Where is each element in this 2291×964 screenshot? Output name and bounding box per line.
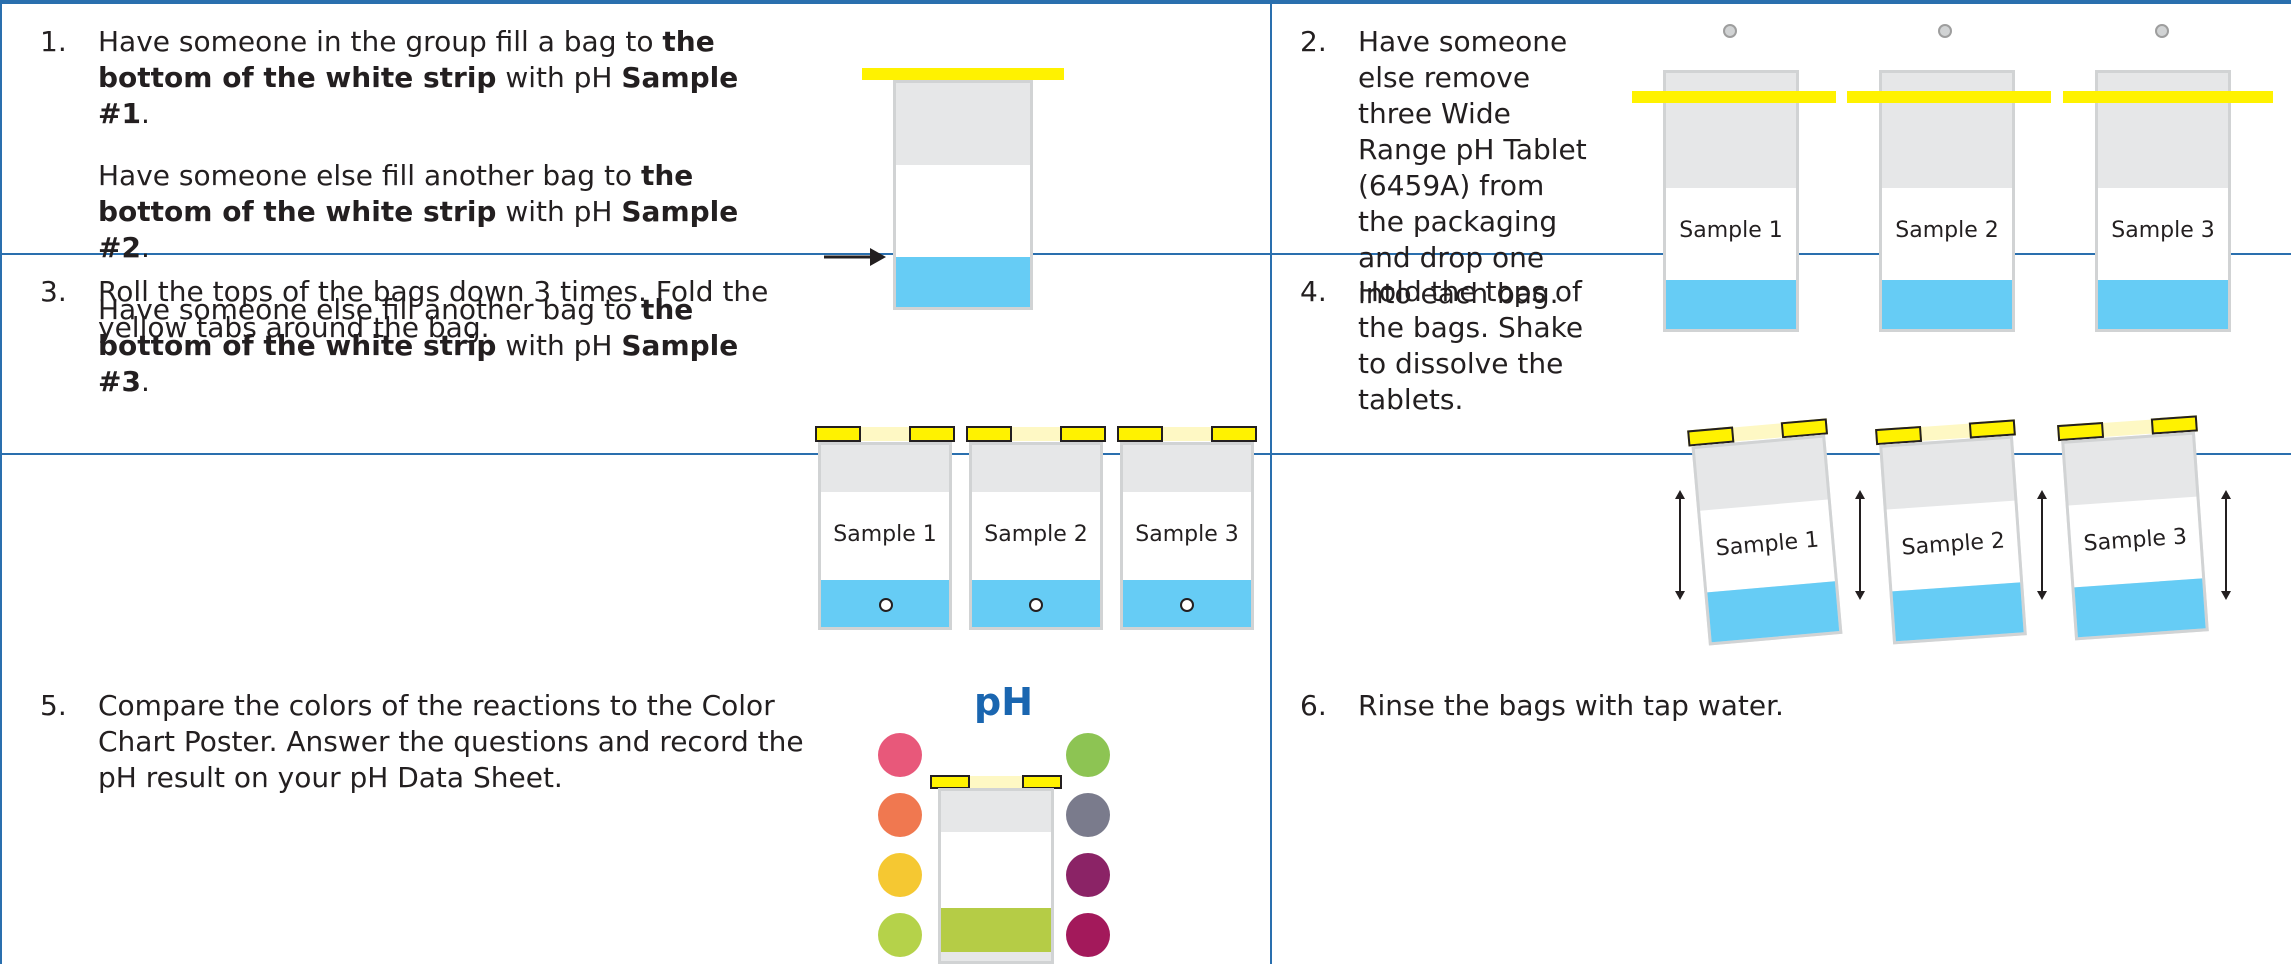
step-1-paragraph-3: Have someone else fill another bag to th… <box>98 293 739 398</box>
bag-zip-strip <box>1847 91 2051 103</box>
step-text: Hold the tops of the bags. Shake to diss… <box>1358 275 1584 416</box>
up-down-arrow-icon <box>2037 490 2047 600</box>
bag-liquid <box>2074 578 2206 638</box>
left-rule <box>0 0 2 964</box>
bag-label: Sample 1 <box>833 522 937 547</box>
color-swatch <box>1066 733 1110 777</box>
bag-label: Sample 2 <box>984 522 1088 547</box>
bag-white-strip <box>972 492 1100 580</box>
up-down-arrow-icon <box>2221 490 2231 600</box>
bag-white-strip <box>896 165 1030 257</box>
yellow-tab <box>909 426 955 442</box>
yellow-tab <box>1060 426 1106 442</box>
top-rule <box>0 0 2291 4</box>
step-number: 2. <box>1300 25 1327 58</box>
step-number: 6. <box>1300 689 1327 722</box>
tilted-bag: Sample 3 <box>2057 415 2209 641</box>
bag-reaction-liquid <box>941 908 1051 952</box>
bubble-icon <box>1180 598 1194 612</box>
bag-white-strip <box>941 832 1051 908</box>
step-1-paragraph-2: Have someone else fill another bag to th… <box>98 159 739 264</box>
bag-label: Sample 3 <box>2111 218 2215 243</box>
bag-label: Sample 2 <box>1895 218 1999 243</box>
bag-liquid <box>2098 280 2228 329</box>
step-text: Compare the colors of the reactions to t… <box>98 689 804 794</box>
bag-white-strip <box>1123 492 1251 580</box>
color-swatch <box>1066 913 1110 957</box>
bubble-icon <box>1029 598 1043 612</box>
step-1-paragraph-1: Have someone in the group fill a bag to … <box>98 25 739 130</box>
yellow-tab <box>1022 775 1062 789</box>
color-swatch <box>1066 793 1110 837</box>
tilted-bag: Sample 2 <box>1875 419 2027 645</box>
bag-liquid <box>1666 280 1796 329</box>
color-swatch <box>878 853 922 897</box>
bag-white-strip <box>2098 188 2228 280</box>
bag-label: Sample 3 <box>1135 522 1239 547</box>
row-divider-1 <box>0 253 2291 255</box>
tilted-bag: Sample 1 <box>1687 418 1843 646</box>
bag-zip-strip <box>2063 91 2273 103</box>
step-number: 5. <box>40 689 67 722</box>
bag-white-strip <box>821 492 949 580</box>
yellow-tab <box>930 775 970 789</box>
arrow-right-icon <box>824 248 886 266</box>
hook-icon <box>2155 24 2169 38</box>
yellow-tab <box>1211 426 1257 442</box>
bubble-icon <box>879 598 893 612</box>
bag-zip-strip <box>1632 91 1836 103</box>
bag-zip-strip <box>862 68 1064 80</box>
hook-icon <box>1938 24 1952 38</box>
bag-liquid <box>1892 582 2024 642</box>
color-swatch <box>878 733 922 777</box>
color-swatch <box>878 913 922 957</box>
hook-icon <box>1723 24 1737 38</box>
step-text: Rinse the bags with tap water. <box>1358 689 1784 722</box>
bag-white-strip <box>1882 188 2012 280</box>
step-number: 1. <box>40 25 67 58</box>
up-down-arrow-icon <box>1855 490 1865 600</box>
ph-chart-title: pH <box>974 680 1034 724</box>
bag-white-strip <box>1666 188 1796 280</box>
step-number: 4. <box>1300 275 1327 308</box>
color-swatch <box>1066 853 1110 897</box>
yellow-tab <box>1117 426 1163 442</box>
color-swatch <box>878 793 922 837</box>
step-number: 3. <box>40 275 67 308</box>
bag-label: Sample 1 <box>1679 218 1783 243</box>
bag-liquid <box>896 257 1030 307</box>
yellow-tab <box>815 426 861 442</box>
bag-liquid <box>1882 280 2012 329</box>
yellow-tab <box>966 426 1012 442</box>
step-text: Roll the tops of the bags down 3 times. … <box>98 275 769 344</box>
up-down-arrow-icon <box>1675 490 1685 600</box>
column-divider <box>1270 0 1272 964</box>
step-text: Have someone in the group fill a bag to … <box>98 24 798 426</box>
step-text: Have someone else remove three Wide Rang… <box>1358 25 1587 310</box>
